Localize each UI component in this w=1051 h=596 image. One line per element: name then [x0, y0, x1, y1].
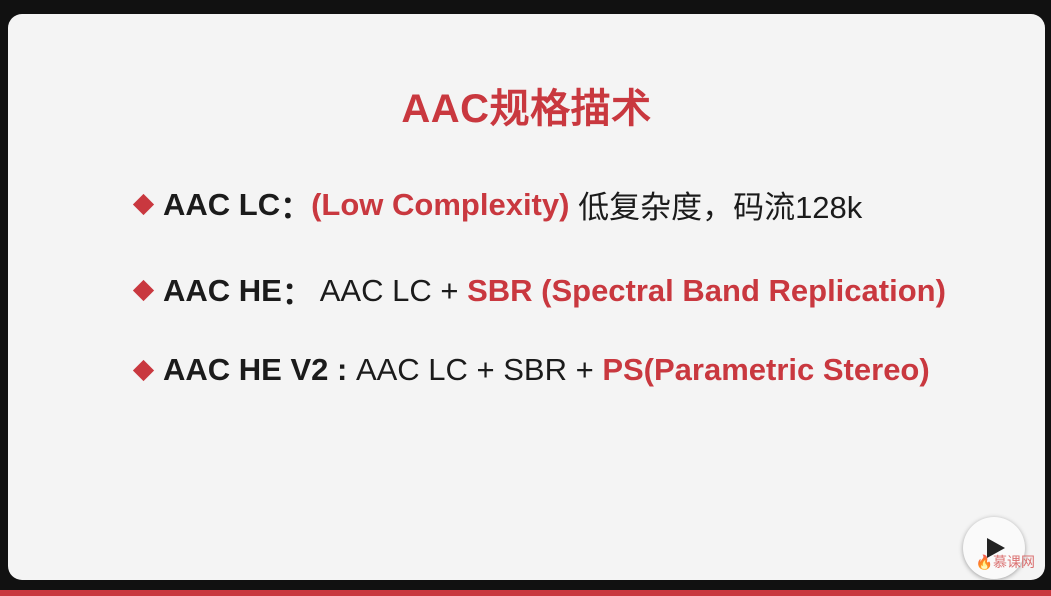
slide: AAC规格描术 AAC LC ： (Low Complexity) 低复杂度，码…: [8, 14, 1045, 580]
item-separator: ：: [281, 276, 313, 311]
item-highlight: SBR (Spectral Band Replication): [467, 272, 946, 308]
watermark-text: 慕课网: [993, 555, 1035, 571]
item-label: AAC HE V2: [163, 352, 329, 387]
item-description: AAC LC +: [312, 272, 468, 308]
item-label: AAC LC: [163, 186, 281, 222]
item-highlight: PS(Parametric Stereo): [602, 352, 930, 387]
item-description: AAC LC + SBR +: [355, 352, 603, 387]
item-label: AAC HE: [163, 272, 282, 308]
diamond-bullet-icon: [132, 279, 155, 302]
progress-bar[interactable]: [0, 590, 1051, 596]
play-icon: [987, 538, 1005, 558]
flame-icon: 🔥: [975, 555, 993, 571]
slide-title: AAC规格描术: [401, 87, 652, 131]
bullet-item-aac-lc: AAC LC ： (Low Complexity) 低复杂度，码流128k: [132, 182, 862, 227]
item-highlight: (Low Complexity): [311, 186, 570, 222]
item-separator: :: [328, 352, 356, 387]
diamond-bullet-icon: [132, 359, 155, 381]
item-separator: ：: [280, 190, 312, 225]
bullet-item-aac-he: AAC HE ： AAC LC + SBR (Spectral Band Rep…: [132, 268, 946, 313]
watermark: 🔥慕课网: [976, 552, 1035, 572]
play-button[interactable]: [963, 517, 1025, 579]
item-description: 低复杂度，码流128k: [569, 190, 863, 225]
bullet-item-aac-he-v2: AAC HE V2 : AAC LC + SBR + PS(Parametric…: [132, 352, 930, 388]
diamond-bullet-icon: [132, 193, 155, 216]
